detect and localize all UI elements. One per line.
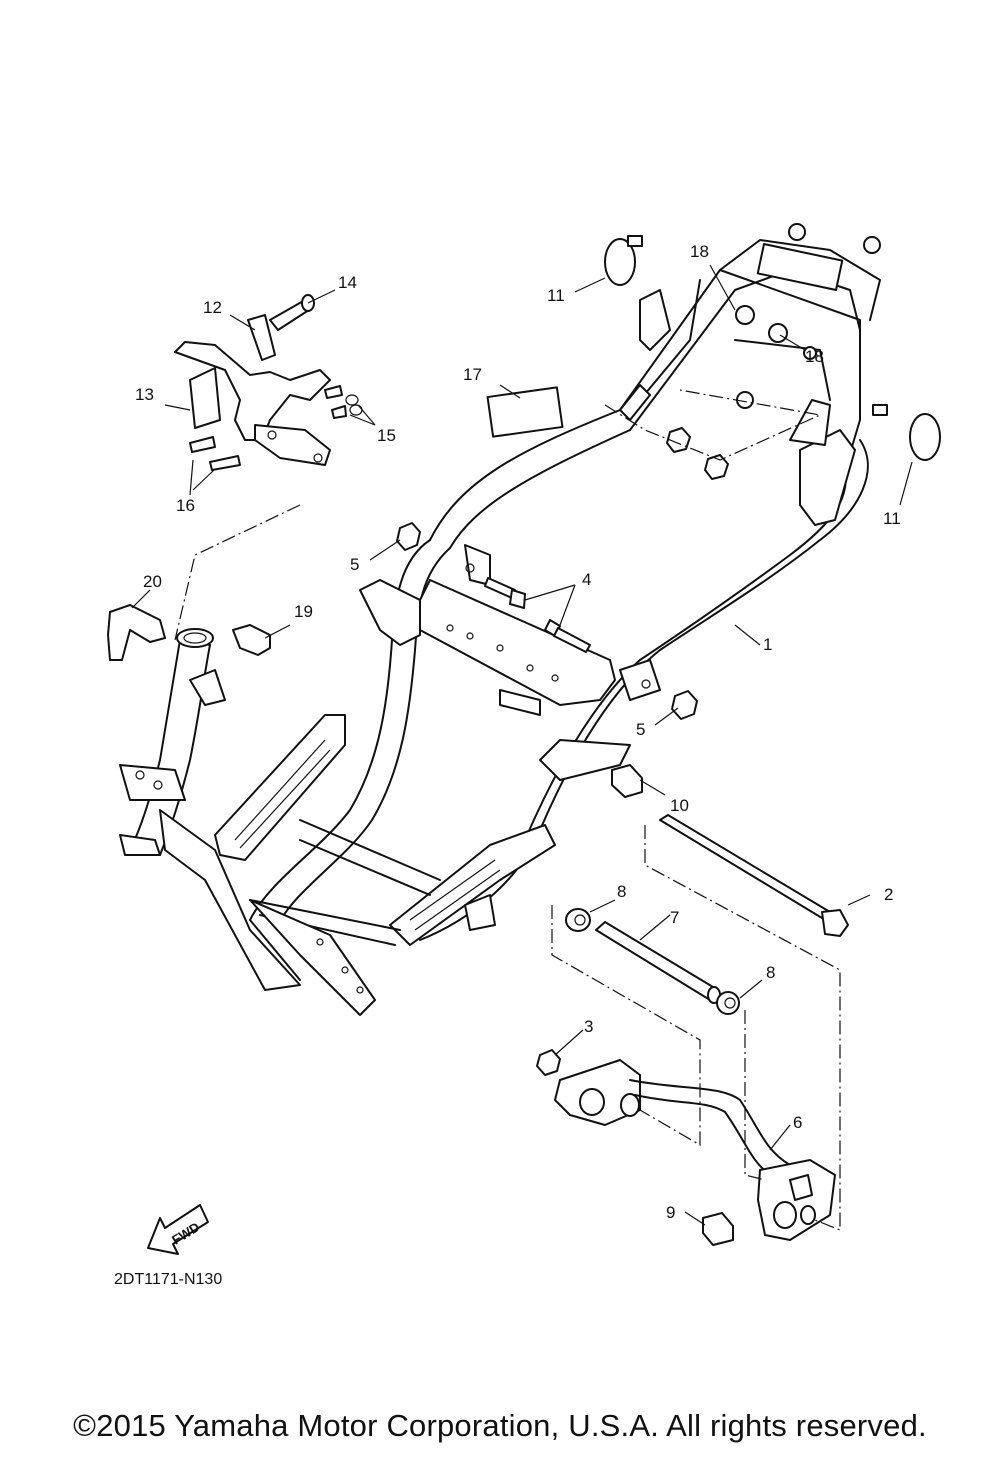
copyright-notice: ©2015 Yamaha Motor Corporation, U.S.A. A…: [73, 1408, 927, 1443]
engine-bolt: [659, 814, 849, 937]
callout-20: 20: [143, 572, 162, 591]
callout-14: 14: [338, 273, 357, 292]
callout-8-lower: 8: [766, 963, 775, 982]
bracket-20: [107, 604, 166, 661]
bolt-4a: [484, 577, 526, 609]
nut-upper: [396, 522, 421, 551]
callout-3: 3: [584, 1017, 593, 1036]
callout-4: 4: [582, 570, 591, 589]
collar: [595, 921, 719, 1001]
bolt-4b: [544, 619, 591, 653]
callout-1: 1: [763, 635, 772, 654]
callout-18-upper: 18: [690, 242, 709, 261]
callout-12: 12: [203, 298, 222, 317]
nut-rear-2: [704, 454, 729, 480]
callout-11-right: 11: [883, 509, 901, 528]
callout-15: 15: [377, 426, 396, 445]
leader-lines: [131, 264, 913, 1231]
callout-17: 17: [463, 365, 482, 384]
engine-bracket: [554, 1059, 836, 1241]
callout-16: 16: [176, 496, 195, 515]
callout-6: 6: [793, 1113, 802, 1132]
bushing-lower: [716, 991, 740, 1015]
callout-11-left: 11: [547, 286, 565, 305]
nut-3: [536, 1049, 561, 1076]
callout-9: 9: [666, 1203, 675, 1222]
fwd-arrow: FWD: [147, 1204, 209, 1255]
callout-5-lower: 5: [636, 720, 645, 739]
callout-10: 10: [670, 796, 689, 815]
rubber-damper-right: [872, 404, 941, 461]
callout-8-upper: 8: [617, 882, 626, 901]
callout-18-lower: 18: [805, 347, 824, 366]
nut-lower: [671, 690, 698, 720]
callout-13: 13: [135, 385, 154, 404]
handle-bracket-assembly: [174, 294, 363, 471]
rubber-block-9: [702, 1212, 734, 1246]
nut-rear-1: [666, 427, 691, 453]
callout-2: 2: [884, 885, 893, 904]
callout-labels: 1 2 3 4 5 5 6 7 8 8 9 10 11 11 12 13 14 …: [135, 242, 901, 1222]
callout-19: 19: [294, 602, 313, 621]
caution-label: [486, 386, 564, 438]
callout-7: 7: [670, 908, 679, 927]
main-frame: [119, 223, 881, 1016]
rubber-damper-left: [604, 235, 643, 286]
clip: [232, 624, 271, 656]
callout-5-upper: 5: [350, 555, 359, 574]
rubber-block-10: [611, 764, 643, 798]
bushing-upper: [565, 908, 591, 932]
drawing-code: 2DT1171-N130: [114, 1271, 222, 1288]
